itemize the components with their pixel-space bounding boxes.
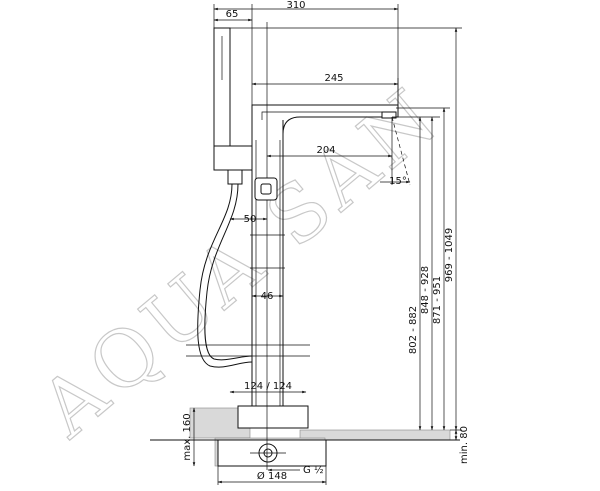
extension-lines [213, 4, 462, 485]
dim-65: 65 [226, 9, 239, 20]
dim-871-951: 871 - 951 [432, 276, 443, 324]
mixer-knob [254, 177, 278, 201]
spout [251, 104, 399, 140]
dim-204: 204 [316, 145, 335, 156]
dim-g-half: G ½ [303, 464, 324, 476]
dim-245: 245 [324, 73, 343, 84]
dim-46: 46 [261, 291, 274, 302]
dim-angle-15: 15° [389, 176, 407, 187]
dim-124-124: 124 / 124 [244, 381, 292, 392]
dimension-labels: 310 65 245 204 15° 50 46 124 / 124 Ø 148… [182, 0, 470, 482]
hand-shower [197, 27, 253, 368]
dim-50: 50 [244, 214, 257, 225]
dim-min-80: min. 80 [459, 426, 470, 464]
dimension-lines [192, 7, 458, 484]
dim-310: 310 [286, 0, 305, 11]
dim-max-160: max. 160 [182, 413, 193, 460]
dim-969-1049: 969 - 1049 [444, 228, 455, 283]
watermark-text: AQUA SAN [24, 70, 459, 455]
dim-848-928: 848 - 928 [420, 266, 431, 314]
dim-802-882: 802 - 882 [408, 306, 419, 354]
base-fitting [217, 405, 327, 467]
dim-diameter-148: Ø 148 [257, 470, 287, 482]
